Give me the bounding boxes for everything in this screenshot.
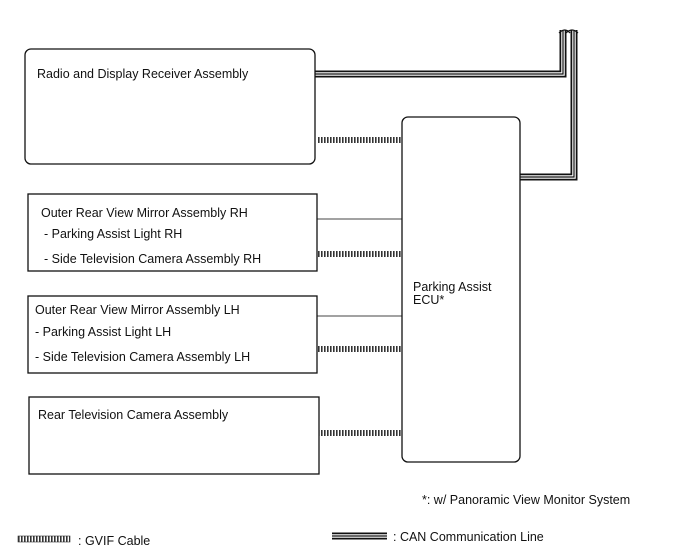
gvif-cable-radio: [317, 137, 402, 143]
legend: : GVIF Cable : CAN Communication Line: [17, 530, 544, 548]
legend-gvif-label: : GVIF Cable: [78, 534, 150, 548]
legend-gvif-swatch: [17, 535, 71, 543]
mirror-rh-item-light: - Parking Assist Light RH: [44, 227, 182, 241]
mirror-lh-title: Outer Rear View Mirror Assembly LH: [35, 303, 240, 317]
footnote: *: w/ Panoramic View Monitor System: [422, 493, 630, 507]
gvif-cable-rear-camera: [319, 430, 402, 436]
mirror-lh-box: [27, 295, 318, 374]
mirror-lh-item-camera: - Side Television Camera Assembly LH: [35, 350, 250, 364]
ecu-label-line2: ECU*: [413, 293, 444, 307]
radio-receiver-box: [24, 48, 316, 165]
mirror-lh-item-light: - Parking Assist Light LH: [35, 325, 171, 339]
rear-camera-label: Rear Television Camera Assembly: [38, 408, 229, 422]
radio-receiver-label: Radio and Display Receiver Assembly: [37, 67, 249, 81]
ecu-label-line1: Parking Assist: [413, 280, 492, 294]
rear-camera-box: [28, 396, 320, 475]
mirror-rh-box: [27, 193, 318, 272]
legend-can-label: : CAN Communication Line: [393, 530, 544, 544]
can-communication-line: [315, 29, 579, 181]
parking-assist-ecu-box: [401, 116, 521, 463]
mirror-rh-title: Outer Rear View Mirror Assembly RH: [41, 206, 248, 220]
gvif-cables: [317, 137, 402, 436]
gvif-cable-mirror-rh: [317, 251, 402, 257]
gvif-cable-mirror-lh: [317, 346, 402, 352]
mirror-rh-item-camera: - Side Television Camera Assembly RH: [44, 252, 261, 266]
